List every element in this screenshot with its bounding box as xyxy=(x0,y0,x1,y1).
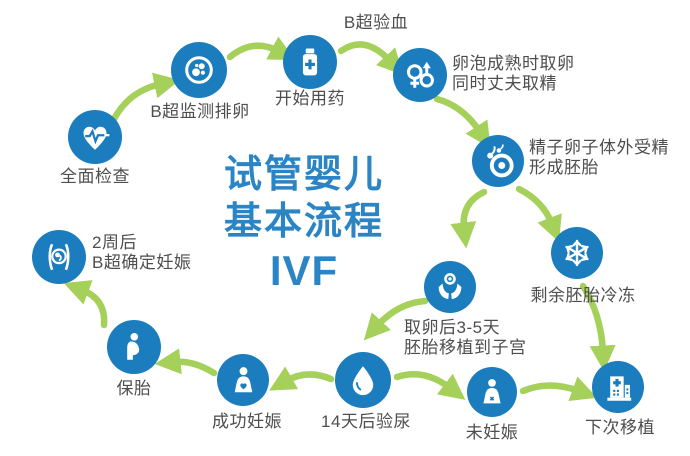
pregnant-woman-icon xyxy=(117,330,151,364)
node-pregnancy-success xyxy=(217,354,269,406)
page-title: 试管婴儿 基本流程 IVF xyxy=(224,152,384,296)
node-medication-label: 开始用药 xyxy=(275,89,345,108)
arrow-not-pregnant-to-next-transplant xyxy=(519,376,598,401)
node-checkup-label: 全面检查 xyxy=(60,167,130,186)
node-fertilization xyxy=(472,135,524,187)
node-egg-retrieval xyxy=(393,48,447,102)
hospital-icon xyxy=(601,370,635,404)
node-egg-retrieval-label: 卵泡成熟时取卵 同时丈夫取精 xyxy=(452,54,575,94)
confirm-pregnancy-line2: B超确定妊娠 xyxy=(92,253,192,272)
node-embryo-transfer xyxy=(424,261,476,313)
title-line1: 试管婴儿 xyxy=(223,154,385,196)
person-x-icon xyxy=(476,376,508,408)
node-freeze xyxy=(551,227,603,279)
follicle-dish-icon xyxy=(181,52,217,88)
fertilization-line1: 精子卵子体外受精 xyxy=(529,138,669,157)
gender-symbols-icon xyxy=(402,57,438,93)
medicine-bottle-icon xyxy=(293,45,327,79)
arrow-freeze-to-next-transplant xyxy=(579,282,616,372)
arrow-embryo-transfer-to-urine-test xyxy=(363,297,429,341)
egg-retrieval-line2: 同时丈夫取精 xyxy=(452,74,557,93)
arrow-egg-retrieval-to-fertilization xyxy=(433,95,491,149)
node-next-transplant-label: 下次移植 xyxy=(585,418,655,437)
arrow-pregnancy-success-to-care xyxy=(154,348,218,377)
node-urine-test xyxy=(335,352,391,408)
confirm-pregnancy-line1: 2周后 xyxy=(92,233,137,252)
title-line3: IVF xyxy=(269,247,339,294)
node-next-transplant xyxy=(592,361,644,413)
node-pregnancy-care-label: 保胎 xyxy=(116,379,152,398)
arrow-checkup-to-monitor xyxy=(109,72,181,125)
fertilization-line2: 形成胚胎 xyxy=(529,158,599,177)
egg-retrieval-line1: 卵泡成熟时取卵 xyxy=(452,54,575,73)
node-confirm-pregnancy-label: 2周后 B超确定妊娠 xyxy=(92,233,191,273)
heart-pulse-icon xyxy=(77,119,113,155)
node-monitor xyxy=(171,42,227,98)
node-monitor-label: B超监测排卵 xyxy=(150,102,250,121)
snowflake-icon xyxy=(560,236,594,270)
arrow-urine-test-to-not-pregnant xyxy=(393,371,466,400)
node-pregnancy-success-label: 成功妊娠 xyxy=(212,412,282,431)
fetus-ultrasound-icon xyxy=(41,239,77,275)
blood-test-label: B超验血 xyxy=(343,13,409,32)
node-confirm-pregnancy xyxy=(32,230,86,284)
hands-embryo-icon xyxy=(433,270,467,304)
embryo-transfer-line1: 取卵后3-5天 xyxy=(404,318,501,337)
node-freeze-label: 剩余胚胎冷冻 xyxy=(530,286,636,305)
node-embryo-transfer-label: 取卵后3-5天 胚胎移植到子宫 xyxy=(404,318,527,358)
node-pregnancy-care xyxy=(107,320,161,374)
node-checkup xyxy=(68,110,122,164)
arrow-medication-to-egg-retrieval xyxy=(337,41,404,76)
arrow-fertilization-to-embryo-transfer xyxy=(450,188,488,249)
node-not-pregnant xyxy=(467,367,517,417)
node-urine-test-label: 14天后验尿 xyxy=(321,412,411,431)
arrow-care-to-confirm xyxy=(63,280,108,329)
node-not-pregnant-label: 未妊娠 xyxy=(465,423,519,442)
node-medication xyxy=(283,35,337,89)
arrow-fertilization-to-freeze xyxy=(515,185,562,243)
person-heart-icon xyxy=(227,364,260,397)
node-fertilization-label: 精子卵子体外受精 形成胚胎 xyxy=(529,138,669,178)
arrow-monitor-to-medication xyxy=(226,36,296,61)
arrow-urine-test-to-pregnancy-success xyxy=(269,366,335,391)
title-line2: 基本流程 xyxy=(223,201,385,243)
water-drop-icon xyxy=(345,362,381,398)
sperm-egg-icon xyxy=(480,143,516,179)
embryo-transfer-line2: 胚胎移植到子宫 xyxy=(404,338,527,357)
